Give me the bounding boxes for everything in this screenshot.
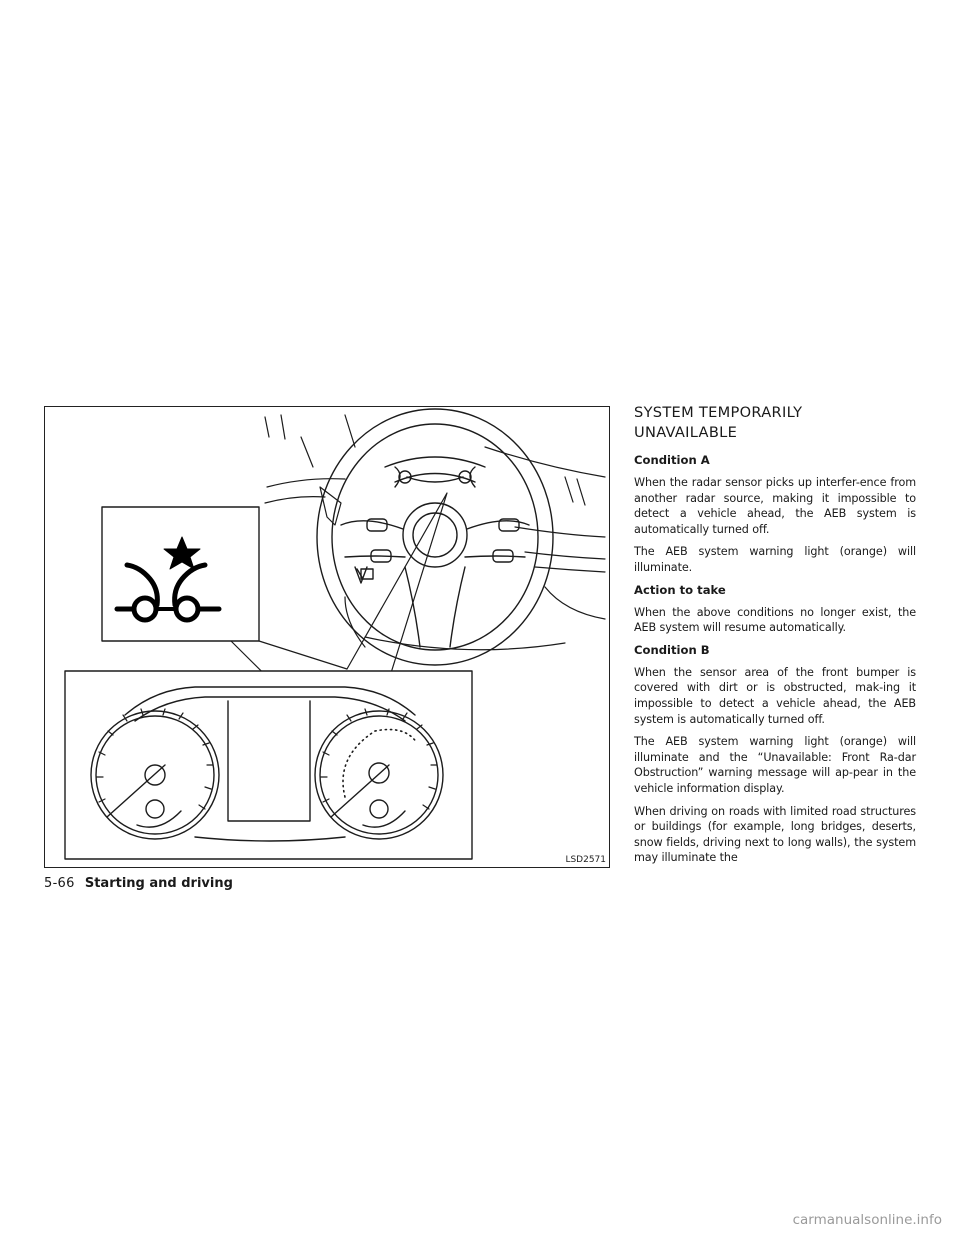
right-gauge <box>314 708 444 840</box>
paragraph: When the radar sensor picks up interfer-… <box>634 476 916 536</box>
section-title: Starting and driving <box>84 876 233 891</box>
page-number: 5-66 <box>44 876 75 891</box>
text-column: SYSTEM TEMPORARILY UNAVAILABLE Condition… <box>634 403 916 873</box>
page-footer: 5-66 Starting and driving <box>44 876 233 891</box>
subheading-condition-b: Condition B <box>634 642 710 657</box>
section-heading: SYSTEM TEMPORARILY UNAVAILABLE <box>634 404 803 441</box>
left-gauge <box>90 708 220 840</box>
paragraph: The AEB system warning light (orange) wi… <box>634 545 916 574</box>
aeb-warning-icon-box <box>101 506 260 642</box>
aeb-warning-icon <box>114 536 222 623</box>
subheading-condition-a: Condition A <box>634 453 710 467</box>
dashboard-illustration <box>64 408 606 860</box>
watermark: carmanualsonline.info <box>792 1212 942 1228</box>
illustration-figure: LSD2571 <box>44 406 610 868</box>
paragraph: When the sensor area of the front bumper… <box>634 665 916 726</box>
paragraph: The AEB system warning light (orange) wi… <box>634 735 916 795</box>
paragraph: When driving on roads with limited road … <box>634 804 916 865</box>
figure-code: LSD2571 <box>565 855 606 865</box>
instrument-cluster <box>64 670 473 860</box>
paragraph: When the above conditions no longer exis… <box>634 605 916 635</box>
subheading-action-to-take: Action to take <box>634 582 726 597</box>
steering-wheel <box>316 408 554 666</box>
